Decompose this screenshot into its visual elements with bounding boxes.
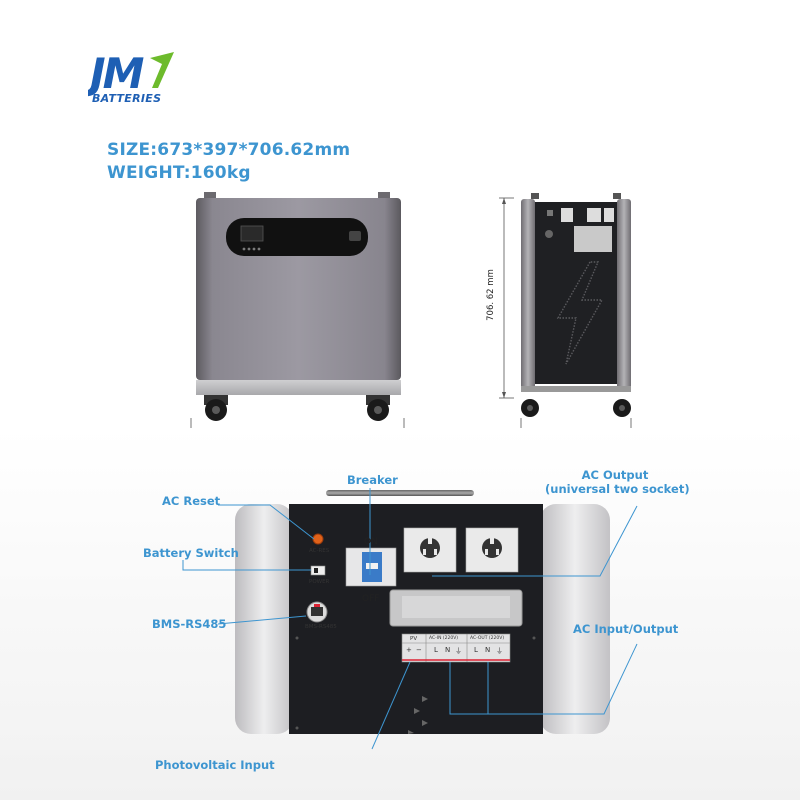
terminal-plus: + (406, 646, 412, 654)
logo-text: BATTERIES (92, 92, 162, 105)
terminal-block (401, 633, 511, 663)
callout-ac-output-subtitle: (universal two socket) (545, 482, 690, 496)
callout-breaker: Breaker (347, 473, 398, 487)
back-pillar-left (235, 504, 293, 734)
ac-reset-button (312, 533, 324, 545)
front-view (186, 190, 416, 450)
callout-ac-output-title: AC Output (581, 468, 649, 482)
front-handle-left (204, 192, 216, 198)
front-handle-right (378, 192, 390, 198)
ac-in-label: AC-IN (220V) (429, 636, 459, 641)
breaker-on-label: ON (364, 537, 378, 547)
side-frame-left (521, 199, 535, 389)
side-height-label: 706. 62 mm (485, 269, 496, 321)
weight-spec: WEIGHT:160kg (107, 163, 251, 183)
logo-letters: JM (88, 49, 144, 98)
back-panel-detail (0, 428, 800, 800)
terminal-n-out: N (485, 646, 491, 654)
callout-battery-switch: Battery Switch (143, 546, 239, 560)
leader-lines (182, 488, 638, 750)
terminal-ground-in: ⏚ (455, 647, 462, 655)
terminal-minus: − (416, 646, 422, 654)
power-label: POWER (309, 579, 330, 585)
terminal-l-out: L (474, 646, 478, 654)
back-top-handle (326, 490, 474, 496)
bms-label: BMS-RS485 (305, 624, 337, 630)
side-view (494, 190, 654, 450)
terminal-ground-out: ⏚ (496, 647, 503, 655)
front-base (196, 380, 401, 395)
front-power-button (349, 231, 361, 241)
back-pillar-right (540, 504, 610, 734)
brand-logo: JM BATTERIES (83, 48, 188, 110)
front-screen (240, 225, 264, 242)
size-spec: SIZE:673*397*706.62mm (107, 140, 351, 160)
logo-swoosh (150, 52, 174, 88)
ac-out-label: AC-OUT (220V) (470, 636, 505, 641)
callout-ac-input-output: AC Input/Output (573, 622, 679, 636)
terminal-l-in: L (434, 646, 438, 654)
ac-res-label: AC-RES (309, 548, 330, 554)
pv-label: PV (410, 636, 418, 642)
callout-bms-rs485: BMS-RS485 (152, 617, 227, 631)
side-lightning-icon (556, 261, 604, 365)
callout-photovoltaic-input: Photovoltaic Input (155, 758, 275, 772)
side-frame-right (617, 199, 631, 389)
breaker-off-label: OFF (362, 594, 380, 604)
callout-ac-output: AC Output (universal two socket) (545, 468, 690, 496)
callout-ac-reset: AC Reset (162, 494, 221, 508)
side-junction-box (574, 226, 612, 252)
terminal-n-in: N (445, 646, 451, 654)
